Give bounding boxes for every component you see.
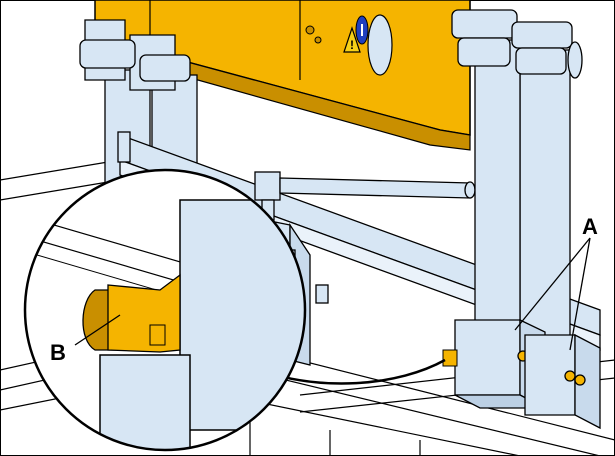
callout-a-label: A: [582, 214, 598, 239]
callout-a-leaders: [514, 237, 591, 351]
callout-b-label: B: [50, 340, 66, 365]
right-columns: [451, 9, 583, 381]
svg-text:!: !: [350, 38, 354, 52]
detail-zoom-circle: [23, 168, 307, 452]
info-circle-icon: [355, 15, 369, 45]
callout-b-leader: [74, 314, 121, 346]
detail-source-pin: [442, 349, 458, 367]
clamp-block-rear: [524, 333, 601, 430]
warning-triangle-icon: !: [343, 26, 361, 53]
